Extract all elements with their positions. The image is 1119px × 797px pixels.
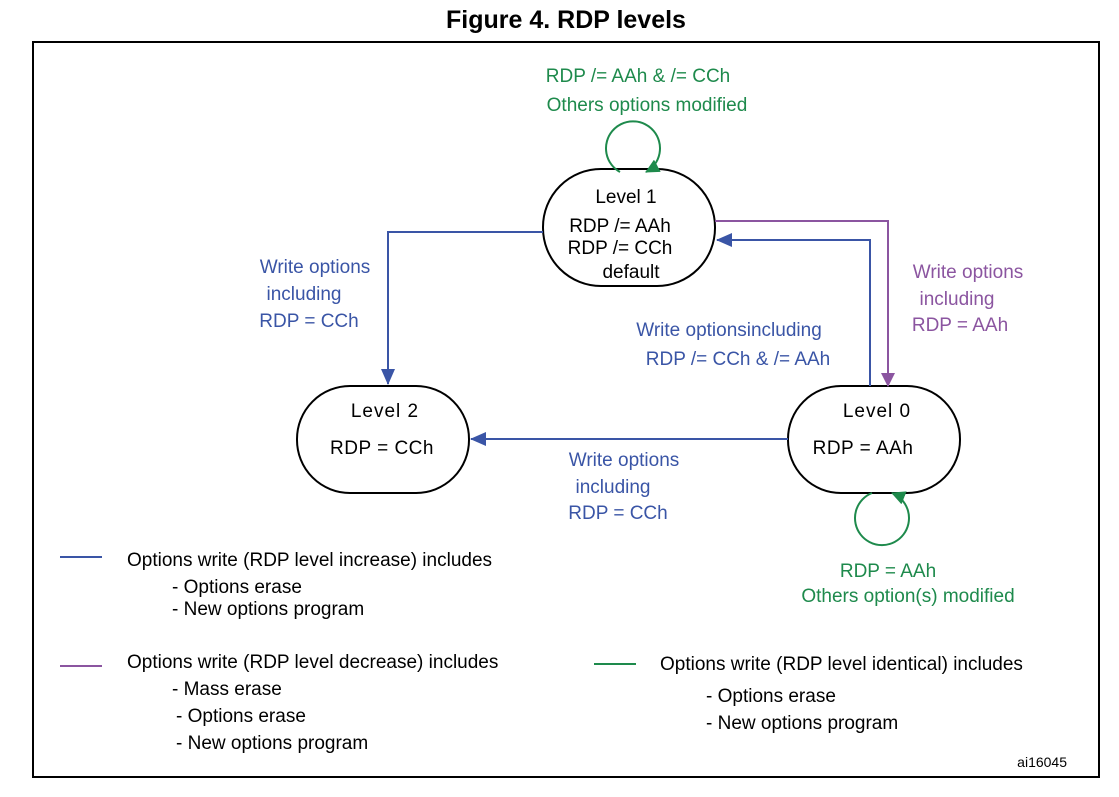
legend-increase-title: Options write (RDP level increase) inclu… [127,550,492,571]
level-0-self-loop: RDP = AAh Others option(s) modified [801,491,1015,607]
level-2-condition: RDP = CCh [330,438,434,459]
legend-increase-item-1: - Options erase [172,577,302,598]
level-1-to-level-2-arrow: Write options including RDP = CCh [259,231,543,385]
level-2-name: Level 2 [351,401,419,422]
legend-identical-item-2: - New options program [706,713,898,734]
legend-identical-title: Options write (RDP level identical) incl… [660,654,1023,675]
figure-id: ai16045 [1017,754,1067,770]
legend-increase-item-2: - New options program [172,599,364,620]
l0-to-l1-label-2: RDP /= CCh & /= AAh [646,349,830,370]
l1-to-l2-label-3: RDP = CCh [259,311,358,332]
level-1-to-level-0-arrow: Write options including RDP = AAh [715,220,1024,387]
l1-to-l0-label-2: including [920,289,995,310]
node-level-1: Level 1 RDP /= AAh RDP /= CCh default [542,168,716,287]
legend-increase: Options write (RDP level increase) inclu… [60,550,492,620]
legend-identical-item-1: - Options erase [706,686,836,707]
l1-to-l0-label-1: Write options [913,262,1024,283]
level-0-self-label-1: RDP = AAh [840,561,936,582]
l0-to-l1-label-1: Write optionsincluding [636,320,822,341]
level-1-default: default [602,262,660,283]
node-level-0: Level 0 RDP = AAh [787,385,961,494]
figure-frame [32,41,1100,778]
level-1-self-loop: RDP /= AAh & /= CCh Others options modif… [546,66,748,173]
l0-to-l2-label-1: Write options [569,450,680,471]
level-0-self-label-2: Others option(s) modified [801,586,1014,607]
level-0-to-level-1-arrow: Write optionsincluding RDP /= CCh & /= A… [636,233,871,386]
l1-to-l0-label-3: RDP = AAh [912,315,1008,336]
level-1-self-label-2: Others options modified [547,95,748,116]
level-1-name: Level 1 [595,187,656,208]
level-1-self-label-1: RDP /= AAh & /= CCh [546,66,730,87]
level-0-name: Level 0 [843,401,911,422]
level-0-to-level-2-arrow: Write options including RDP = CCh [470,432,788,524]
legend-decrease: Options write (RDP level decrease) inclu… [60,652,498,754]
l0-to-l2-label-3: RDP = CCh [568,503,667,524]
legend-decrease-item-2: - Options erase [176,706,306,727]
l1-to-l2-label-2: including [267,284,342,305]
l1-to-l2-label-1: Write options [260,257,371,278]
legend-decrease-title: Options write (RDP level decrease) inclu… [127,652,498,673]
level-0-condition: RDP = AAh [813,438,914,459]
legend-identical: Options write (RDP level identical) incl… [594,654,1023,734]
level-1-condition-2: RDP /= CCh [568,238,673,259]
figure-title: Figure 4. RDP levels [446,6,686,34]
l0-to-l2-label-2: including [576,477,651,498]
node-level-2: Level 2 RDP = CCh [296,385,470,494]
legend-decrease-item-1: - Mass erase [172,679,282,700]
level-1-condition-1: RDP /= AAh [569,216,671,237]
legend-decrease-item-3: - New options program [176,733,368,754]
